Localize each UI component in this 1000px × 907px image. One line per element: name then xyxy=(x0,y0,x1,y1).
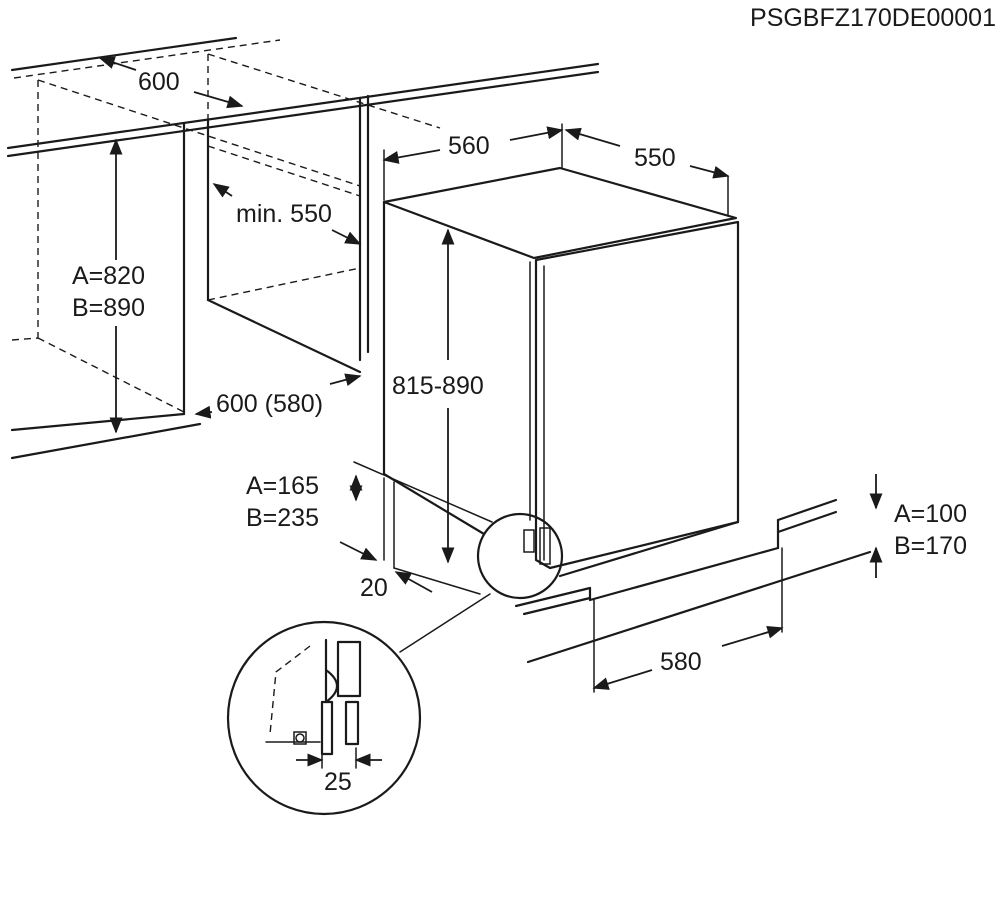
product-code: PSGBFZ170DE00001 xyxy=(750,4,996,32)
detail-marker-parts xyxy=(523,527,551,565)
label-plinth-height-b: B=235 xyxy=(246,504,319,532)
detail-circle xyxy=(226,620,422,816)
label-plinth-gap-a: A=100 xyxy=(894,500,967,528)
dimension-lines xyxy=(98,56,883,769)
label-plinth-height-a: A=165 xyxy=(246,472,319,500)
label-plinth-gap-b: B=170 xyxy=(894,532,967,560)
label-detail-gap: 25 xyxy=(324,768,352,796)
label-appliance-width: 560 xyxy=(448,132,490,160)
cabinet-niche xyxy=(10,53,441,460)
detail-marker-circle xyxy=(476,512,564,600)
label-appliance-depth: 550 xyxy=(634,144,676,172)
label-appliance-height: 815-890 xyxy=(392,372,484,400)
worktop xyxy=(6,36,600,158)
label-cabinet-width: 600 xyxy=(138,68,180,96)
label-niche-height-a: A=820 xyxy=(72,262,145,290)
label-plinth-setback: 20 xyxy=(360,574,388,602)
label-niche-depth: 600 (580) xyxy=(216,390,323,418)
detail-leader-line xyxy=(399,593,491,653)
plinth xyxy=(353,461,872,664)
label-niche-height-b: B=890 xyxy=(72,294,145,322)
appliance-body xyxy=(382,166,740,578)
label-plinth-width: 580 xyxy=(660,648,702,676)
label-cabinet-depth-min: min. 550 xyxy=(236,200,332,228)
detail-parts xyxy=(265,638,362,756)
